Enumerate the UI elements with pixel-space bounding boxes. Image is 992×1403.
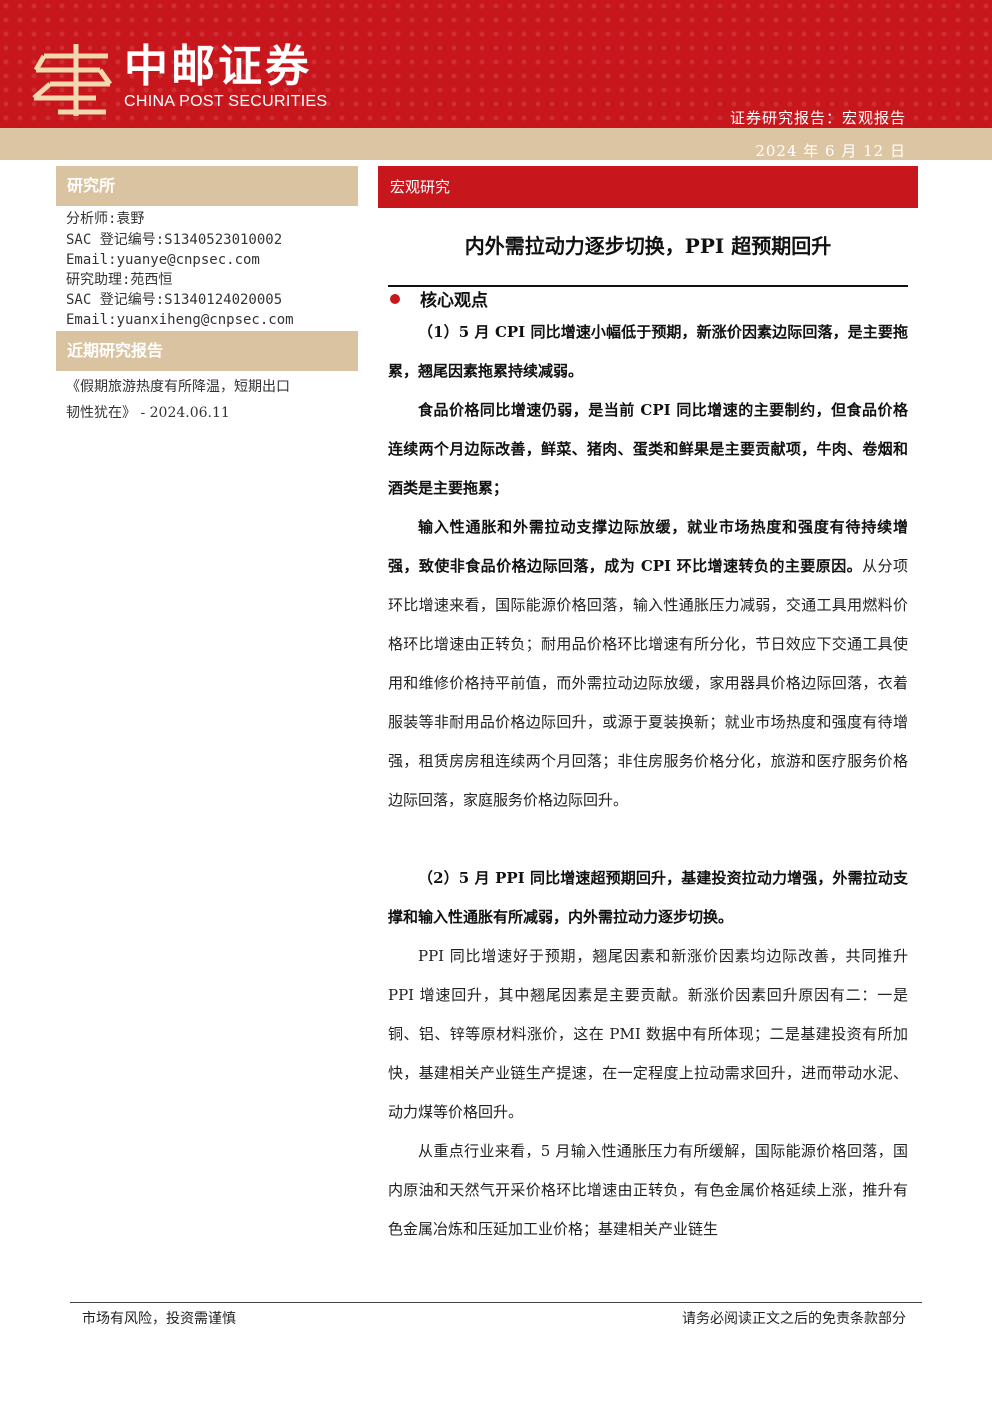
paragraph-food-price: 食品价格同比增速仍弱，是当前 CPI 同比增速的主要制约，但食品价格连续两个月边… bbox=[388, 401, 908, 497]
analyst-name: 分析师:袁野 bbox=[66, 211, 145, 227]
paragraph-ppi-summary: （2）5 月 PPI 同比增速超预期回升，基建投资拉动力增强，外需拉动支撑和输入… bbox=[388, 869, 908, 926]
assistant-email[interactable]: Email:yuanxiheng@cnpsec.com bbox=[66, 312, 294, 328]
analyst-sac-number: SAC 登记编号:S1340523010002 bbox=[66, 232, 283, 248]
page-header: 中邮证券 CHINA POST SECURITIES 证券研究报告：宏观报告 bbox=[0, 0, 992, 128]
category-bar: 宏观研究 bbox=[378, 166, 918, 208]
analyst-email[interactable]: Email:yuanye@cnpsec.com bbox=[66, 252, 260, 268]
paragraph-nonfood-lead: 输入性通胀和外需拉动支撑边际放缓，就业市场热度和强度有待持续增强，致使非食品价格… bbox=[388, 518, 908, 575]
brand-name-cn: 中邮证券 bbox=[124, 41, 312, 92]
paragraph-nonfood-price: 输入性通胀和外需拉动支撑边际放缓，就业市场热度和强度有待持续增强，致使非食品价格… bbox=[388, 508, 908, 820]
title-divider bbox=[388, 285, 908, 287]
assistant-name: 研究助理:苑西恒 bbox=[66, 272, 173, 288]
report-date: 2024 年 6 月 12 日 bbox=[755, 142, 906, 160]
section-heading: 核心观点 bbox=[420, 291, 488, 311]
footer-divider bbox=[70, 1302, 922, 1303]
brand-name-en: CHINA POST SECURITIES bbox=[124, 93, 328, 110]
recent-report-date: 韧性犹在》 - 2024.06.11 bbox=[66, 405, 230, 421]
footer-disclaimer: 请务必阅读正文之后的免责条款部分 bbox=[682, 1311, 906, 1327]
assistant-sac-number: SAC 登记编号:S1340124020005 bbox=[66, 292, 283, 308]
paragraph-cpi-summary: （1）5 月 CPI 同比增速小幅低于预期，新涨价因素边际回落，是主要拖累，翘尾… bbox=[388, 323, 908, 380]
china-post-logo-icon bbox=[32, 44, 113, 116]
footer-risk-notice: 市场有风险，投资需谨慎 bbox=[82, 1311, 236, 1327]
report-title: 内外需拉动力逐步切换，PPI 超预期回升 bbox=[464, 234, 832, 258]
recent-reports-header: 近期研究报告 bbox=[56, 331, 358, 371]
bullet-dot-icon bbox=[390, 294, 400, 304]
header-band bbox=[0, 128, 992, 160]
paragraph-ppi-detail: PPI 同比增速好于预期，翘尾因素和新涨价因素均边际改善，共同推升 PPI 增速… bbox=[388, 947, 908, 1121]
recent-report-link[interactable]: 《假期旅游热度有所降温，短期出口 bbox=[66, 379, 290, 395]
paragraph-nonfood-detail: 从分项环比增速来看，国际能源价格回落，输入性通胀压力减弱，交通工具用燃料价格环比… bbox=[388, 557, 908, 809]
institute-header: 研究所 bbox=[56, 166, 358, 206]
paragraph-industry: 从重点行业来看，5 月输入性通胀压力有所缓解，国际能源价格回落，国内原油和天然气… bbox=[388, 1142, 908, 1238]
report-type: 证券研究报告：宏观报告 bbox=[729, 109, 906, 127]
